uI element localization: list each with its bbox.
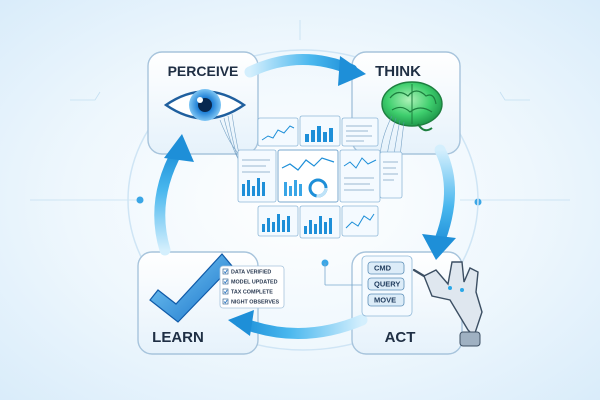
arrow-perceive-to-think (244, 54, 366, 86)
dashboard-panel (341, 205, 379, 237)
command-label: CMD (374, 264, 392, 273)
checklist-item: DATA VERIFIED (222, 268, 271, 276)
arrow-act-to-learn (228, 310, 368, 339)
learn-checklist: DATA VERIFIED MODEL UPDATED TAX COMPLETE… (219, 265, 285, 309)
dashboard-panel (379, 151, 403, 199)
checklist-label: MODEL UPDATED (231, 280, 278, 286)
checklist-label: TAX COMPLETE (231, 290, 273, 296)
stage-label-think: THINK (375, 63, 421, 80)
checklist-item: MODEL UPDATED (222, 278, 278, 286)
command-chip: QUERY (367, 277, 405, 291)
dashboard-panel (237, 149, 277, 203)
orbit-ring (127, 49, 479, 351)
command-label: QUERY (374, 280, 400, 289)
arrow-learn-to-perceive (154, 134, 194, 256)
stage-label-learn: LEARN (152, 329, 204, 346)
stage-label-perceive: PERCEIVE (168, 63, 239, 79)
command-label: MOVE (374, 296, 396, 305)
arrow-think-to-act (422, 144, 456, 260)
checklist-label: DATA VERIFIED (231, 270, 271, 276)
dashboard-panel (299, 115, 341, 147)
command-panel: CMD QUERY MOVE (361, 255, 413, 317)
dashboard-panel (341, 117, 379, 147)
robot-hand-icon (412, 261, 483, 347)
brain-icon (381, 81, 443, 132)
dashboard-panels (237, 115, 403, 239)
dashboard-panel (339, 149, 381, 203)
checklist-item: TAX COMPLETE (222, 288, 273, 296)
checklist-label: NIGHT OBSERVES (231, 300, 280, 306)
dashboard-panel (257, 205, 299, 237)
dashboard-panel (277, 149, 339, 203)
connector-dot (136, 196, 144, 204)
stage-label-act: ACT (385, 329, 416, 346)
checklist-item: NIGHT OBSERVES (222, 298, 280, 306)
command-chip: MOVE (367, 293, 405, 307)
dashboard-panel (299, 205, 341, 239)
eye-icon (163, 89, 247, 121)
dashboard-panel (257, 117, 299, 147)
command-chip: CMD (367, 261, 405, 275)
